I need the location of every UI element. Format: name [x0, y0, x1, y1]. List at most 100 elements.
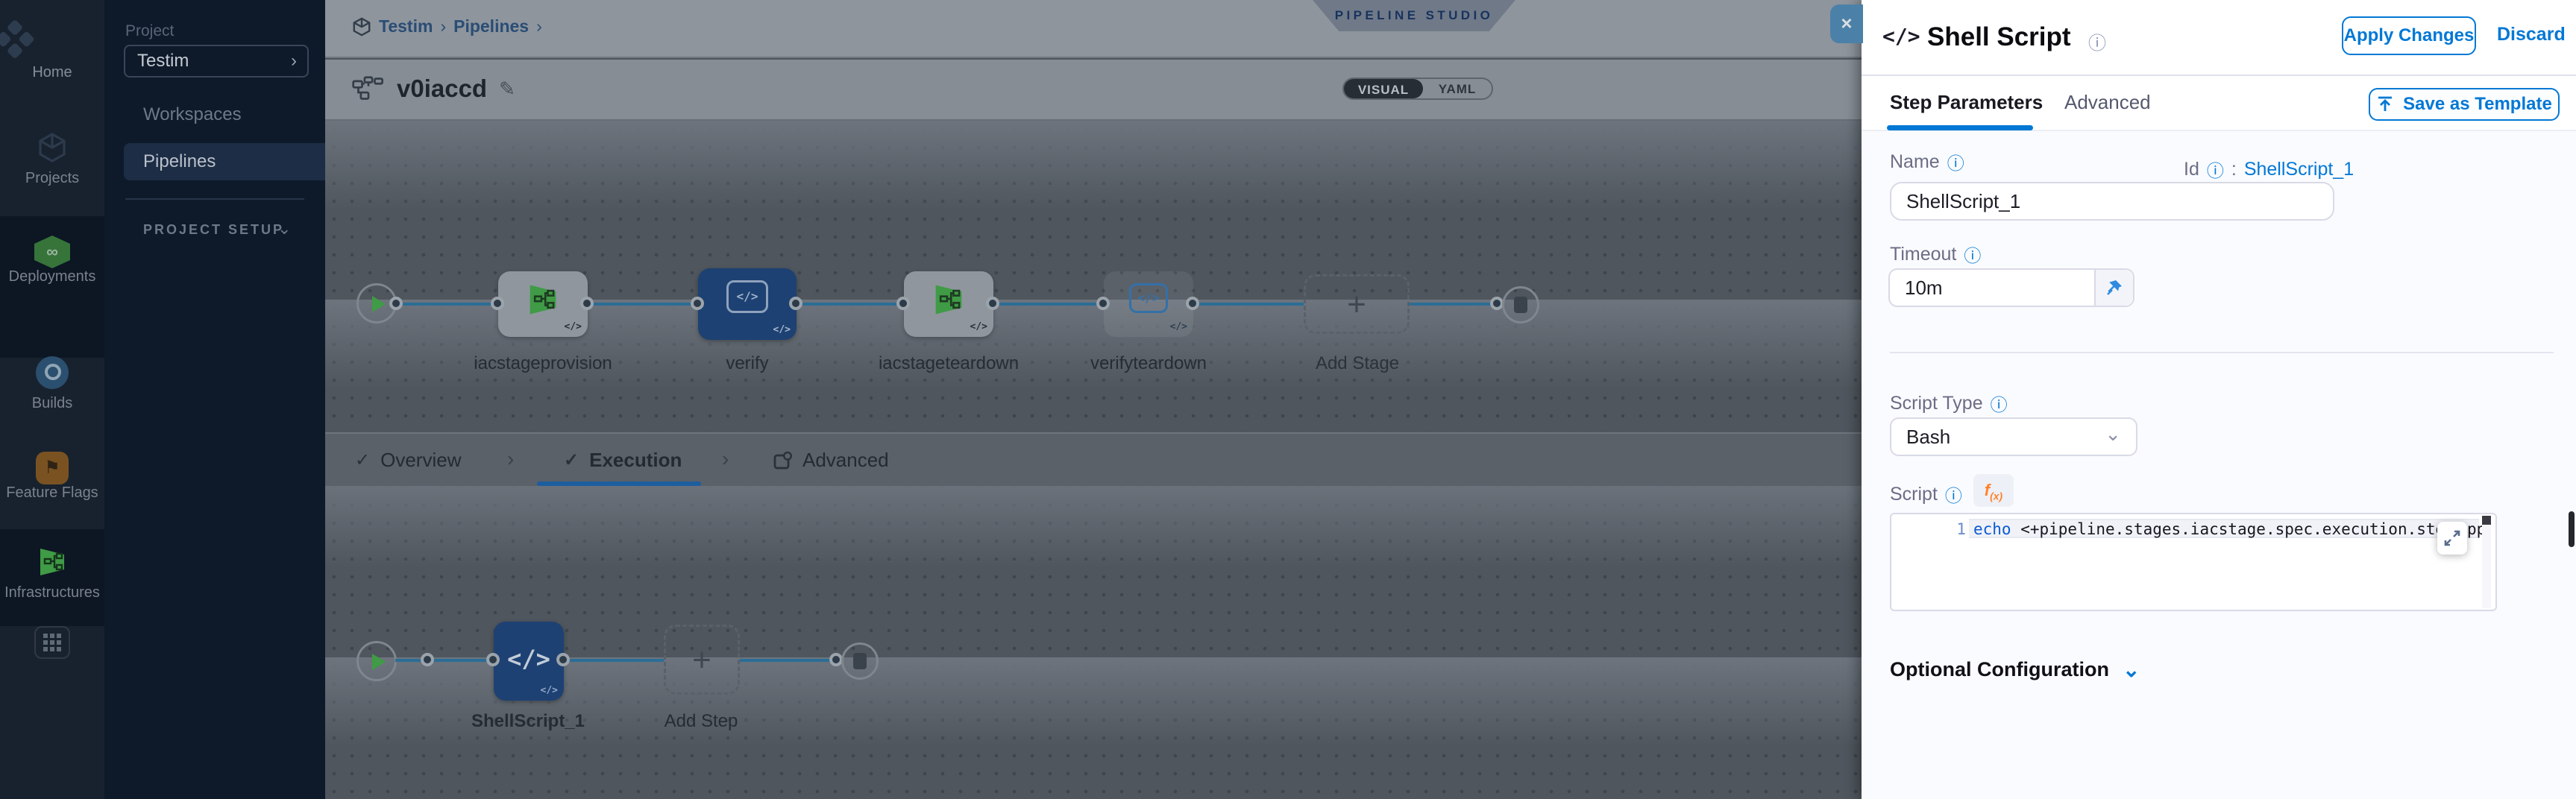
info-icon[interactable]: ⓘ [1964, 246, 1982, 265]
graph-port[interactable] [986, 297, 999, 310]
discard-button[interactable]: Discard [2497, 24, 2566, 45]
tab-step-parameters-active[interactable]: Step Parameters [1890, 91, 2043, 113]
check-icon: ✓ [564, 450, 579, 470]
expression-fx-button[interactable]: f(x) [1973, 474, 2014, 507]
tab-overview[interactable]: ✓ Overview [355, 449, 461, 472]
fx-sub: (x) [1990, 490, 2003, 502]
sidebar-item-workspaces[interactable]: Workspaces [143, 104, 242, 124]
graph-port[interactable] [389, 297, 403, 310]
stage-label[interactable]: verifyteardown [1090, 353, 1207, 373]
graph-port[interactable] [556, 653, 570, 666]
stage-node-iacstageprovision[interactable]: </> [498, 271, 588, 337]
graph-port[interactable] [1186, 297, 1199, 310]
project-section-label: Project [125, 22, 175, 40]
step-label[interactable]: ShellScript_1 [471, 711, 585, 731]
tab-execution-active[interactable]: ✓ Execution [564, 449, 682, 472]
breadcrumb-project[interactable]: Testim [379, 16, 433, 36]
edit-pencil-icon[interactable]: ✎ [499, 77, 515, 100]
graph-port[interactable] [421, 653, 434, 666]
info-icon[interactable]: ⓘ [2206, 161, 2224, 180]
input-type-toggle[interactable] [2094, 270, 2133, 306]
optional-configuration-toggle[interactable]: Optional Configuration ⌄ [1890, 657, 2140, 682]
custom-stage-icon [935, 285, 962, 315]
expand-icon [2444, 530, 2460, 546]
sidebar-item-feature-flags[interactable]: ⚑ Feature Flags [0, 452, 104, 502]
tab-advanced[interactable]: Advanced [773, 449, 889, 472]
expand-editor-button[interactable] [2437, 522, 2467, 555]
toggle-yaml[interactable]: YAML [1438, 82, 1477, 96]
timeout-input[interactable] [1890, 270, 2096, 306]
step-node-shellscript[interactable]: </> </> [494, 622, 564, 701]
graph-port[interactable] [789, 297, 802, 310]
apply-changes-button[interactable]: Apply Changes [2342, 16, 2476, 55]
script-type-select[interactable]: Bash ⌄ [1890, 417, 2137, 456]
apps-grid-button[interactable] [34, 626, 70, 659]
graph-port[interactable] [580, 297, 594, 310]
sidebar-item-pipelines[interactable]: Pipelines [124, 143, 325, 180]
add-step-button[interactable]: + [664, 625, 740, 695]
sidebar-item-label: Feature Flags [6, 484, 98, 501]
sidebar-item-deployments[interactable]: ∞ Deployments [0, 236, 104, 285]
pin-icon [2107, 280, 2122, 295]
project-selector[interactable]: Testim › [124, 45, 309, 78]
stage-node-verifyteardown[interactable]: </> </> [1104, 271, 1193, 337]
graph-port[interactable] [1096, 297, 1110, 310]
project-setup-label[interactable]: PROJECT SETUP [143, 222, 285, 237]
sidebar-item-builds[interactable]: Builds [0, 356, 104, 412]
stage-label[interactable]: iacstageprovision [474, 353, 612, 373]
pipeline-graph-icon [352, 76, 383, 100]
graph-edge [993, 303, 1104, 306]
fx-label: f [1984, 481, 1991, 499]
stop-icon [853, 653, 867, 669]
save-as-template-button[interactable]: Save as Template [2369, 88, 2560, 121]
info-icon[interactable]: ⓘ [2088, 34, 2106, 54]
chevron-down-icon[interactable]: ⌄ [277, 219, 292, 238]
script-code-editor[interactable]: 1 echo <+pipeline.stages.iacstage.spec.e… [1890, 513, 2497, 611]
label-text: Name [1890, 151, 1940, 172]
close-drawer-button[interactable]: × [1830, 4, 1863, 43]
toggle-visual[interactable]: VISUAL [1344, 79, 1423, 98]
drawer-tabbar: Step Parameters Advanced [1862, 76, 2576, 131]
sidebar-item-home[interactable]: Home [0, 19, 104, 81]
pipeline-title-row: v0iaccd ✎ [352, 75, 515, 103]
breadcrumb[interactable]: Testim › Pipelines › [352, 16, 542, 37]
breadcrumb-pipelines[interactable]: Pipelines [453, 16, 530, 36]
play-icon [372, 654, 386, 670]
code-badge-icon: </> [1169, 321, 1187, 332]
name-input[interactable] [1890, 182, 2334, 221]
stage-node-verify-selected[interactable]: </> </> [698, 268, 797, 340]
drawer-scrollbar-thumb[interactable] [2569, 511, 2575, 547]
active-tab-underline [537, 481, 701, 486]
info-icon[interactable]: ⓘ [1990, 395, 2008, 414]
graph-port[interactable] [486, 653, 500, 666]
project-sidebar: Project Testim › Workspaces Pipelines PR… [104, 0, 325, 799]
graph-port[interactable] [691, 297, 704, 310]
sidebar-item-infrastructures[interactable]: Infrastructures [0, 546, 104, 601]
sidebar-item-projects[interactable]: Projects [0, 131, 104, 187]
stage-label[interactable]: verify [726, 353, 769, 373]
add-stage-button[interactable]: + [1304, 274, 1410, 334]
add-stage-label[interactable]: Add Stage [1315, 353, 1400, 373]
name-field-label: Name ⓘ [1890, 149, 1964, 174]
code-badge-icon: </> [970, 321, 987, 332]
graph-port[interactable] [896, 297, 910, 310]
graph-port[interactable] [491, 297, 504, 310]
code-line[interactable]: echo <+pipeline.stages.iacstage.spec.exe… [1973, 520, 2451, 538]
chevron-right-icon: › [291, 51, 297, 71]
tab-label: Advanced [802, 449, 889, 471]
step-config-drawer: </> Shell Script ⓘ Apply Changes Discard… [1862, 0, 2576, 799]
tab-advanced[interactable]: Advanced [2064, 91, 2151, 113]
info-icon[interactable]: ⓘ [1944, 486, 1962, 505]
info-icon[interactable]: ⓘ [1947, 154, 1964, 173]
sidebar-item-label: Infrastructures [4, 584, 100, 601]
step-id-value[interactable]: ShellScript_1 [2243, 158, 2354, 180]
add-step-label[interactable]: Add Step [664, 711, 738, 731]
project-name: Testim [137, 51, 189, 71]
editor-scrollbar[interactable] [2482, 516, 2491, 608]
code-badge-icon: </> [540, 685, 558, 696]
editor-scrollbar-thumb[interactable] [2482, 516, 2491, 525]
chevron-down-icon: ⌄ [2122, 658, 2140, 681]
rail-band-bottom [0, 626, 104, 799]
stage-label[interactable]: iacstageteardown [878, 353, 1020, 373]
stage-node-iacstageteardown[interactable]: </> [904, 271, 993, 337]
